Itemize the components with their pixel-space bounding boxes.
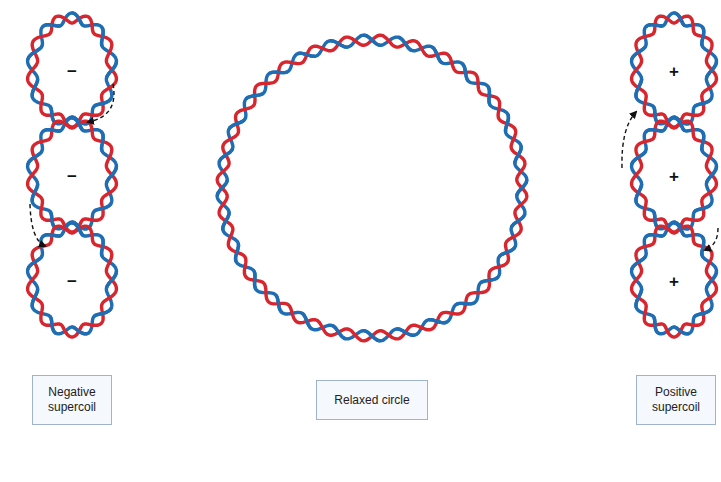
dna-helix-group [28,13,717,341]
caption-box: Relaxed circle [316,380,428,420]
dna-strand [632,223,717,334]
supercoil-sign: − [62,63,82,81]
supercoil-sign: + [664,63,684,81]
dna-strand [217,35,527,341]
caption-text: Negative supercoil [39,385,105,415]
supercoil-sign: − [62,168,82,186]
twist-arrow [622,112,636,168]
dna-strand [632,118,717,229]
caption-text: Positive supercoil [643,385,709,415]
supercoil-sign: − [62,273,82,291]
dna-strand [28,118,117,229]
caption-text: Relaxed circle [334,393,409,408]
supercoil-sign: + [664,168,684,186]
twist-arrow [88,84,114,122]
dna-strand [28,13,117,124]
dna-strand [217,35,527,341]
dna-strand [217,35,526,340]
dna-strand [632,13,717,124]
caption-box: Negative supercoil [32,375,112,425]
dna-strand [28,223,117,334]
supercoil-sign: + [664,273,684,291]
twist-arrow [30,204,45,246]
caption-box: Positive supercoil [636,375,716,425]
twist-arrow [705,228,718,250]
